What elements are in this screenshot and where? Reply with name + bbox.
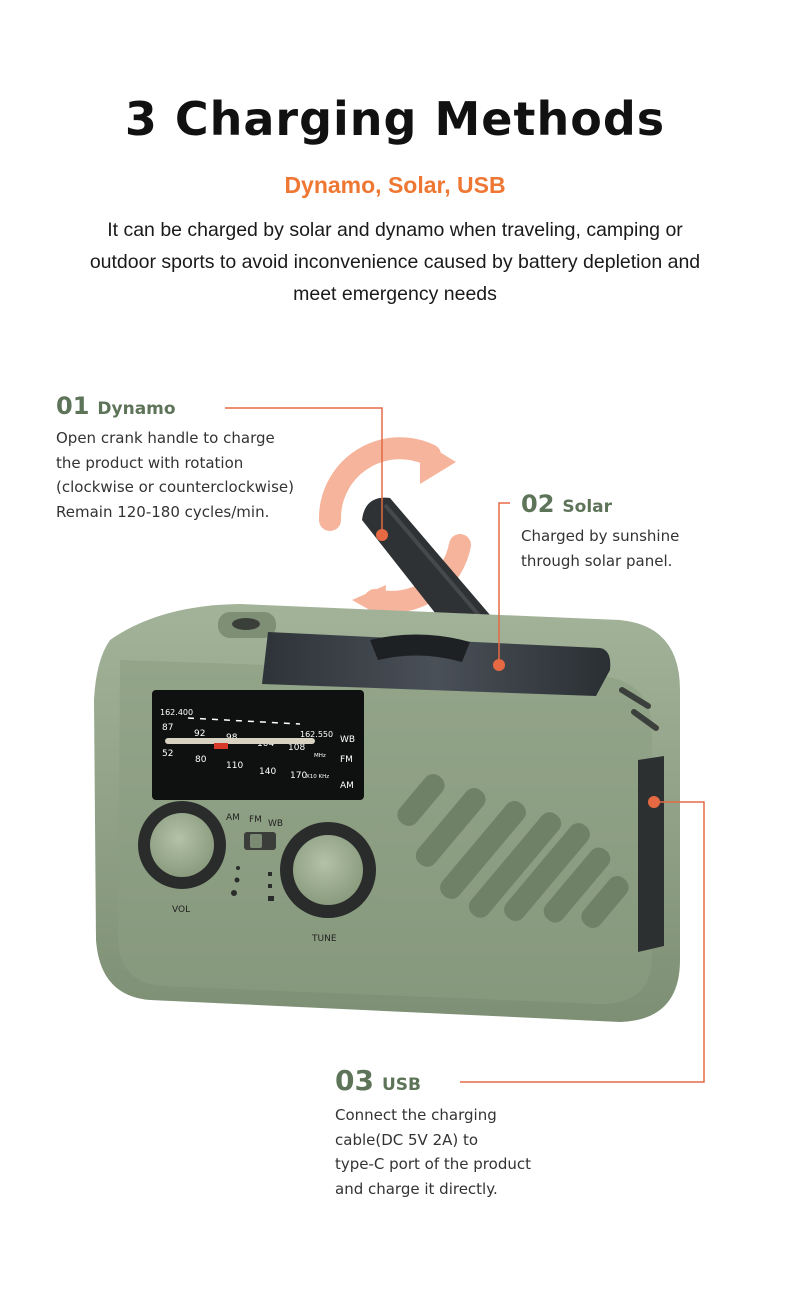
callout-usb xyxy=(460,796,705,1083)
feature-number: 03 xyxy=(335,1064,374,1097)
unit-mhz: MHz xyxy=(314,753,326,759)
feature-line: cable(DC 5V 2A) to xyxy=(335,1130,479,1149)
am-tick-52: 52 xyxy=(162,749,173,759)
feature-solar-description: Charged by sunshine through solar panel. xyxy=(521,524,679,573)
band-switch: AM FM WB xyxy=(226,813,283,850)
radio-dial: 162.400 162.550 87 92 98 104 108 52 80 1… xyxy=(152,690,364,800)
feature-line: (clockwise or counterclockwise) xyxy=(56,478,294,496)
band-wb: WB xyxy=(340,735,355,745)
am-tick-140: 140 xyxy=(259,767,276,777)
speaker-grille xyxy=(397,774,629,928)
feature-solar: 02 Solar Charged by sunshine through sola… xyxy=(521,490,679,573)
feature-line: Connect the charging xyxy=(335,1106,497,1124)
feature-dynamo-description: Open crank handle to charge the product … xyxy=(56,426,294,524)
feature-number: 02 xyxy=(521,490,555,518)
dial-label-162550: 162.550 xyxy=(300,730,333,739)
switch-label-fm: FM xyxy=(249,815,262,825)
callout-dynamo xyxy=(225,407,388,541)
fm-tick-92: 92 xyxy=(194,729,205,739)
fm-tick-87: 87 xyxy=(162,723,173,733)
volume-knob: VOL xyxy=(138,801,226,915)
switch-label-wb: WB xyxy=(268,819,283,829)
feature-number: 01 xyxy=(56,392,90,420)
fm-tick-108: 108 xyxy=(288,743,305,753)
feature-name: USB xyxy=(381,1075,421,1095)
page-title: 3 Charging Methods xyxy=(124,92,666,146)
vol-label: VOL xyxy=(172,905,190,915)
feature-line: the product with rotation xyxy=(56,453,244,472)
unit-khz: X10 KHz xyxy=(306,774,329,780)
band-am: AM xyxy=(340,781,354,791)
feature-line: Open crank handle to charge xyxy=(56,429,275,447)
feature-solar-heading: 02 Solar xyxy=(521,490,679,518)
feature-name: Dynamo xyxy=(97,399,176,419)
dial-label-162400: 162.400 xyxy=(160,708,193,717)
feature-line: type-C port of the product xyxy=(335,1155,531,1173)
tune-label: TUNE xyxy=(311,934,337,944)
am-tick-110: 110 xyxy=(226,761,243,771)
page-subtitle: Dynamo, Solar, USB xyxy=(284,172,506,198)
band-fm: FM xyxy=(340,755,353,765)
callout-solar xyxy=(493,502,510,671)
feature-line: Charged by sunshine xyxy=(521,527,680,545)
am-tick-170: 170 xyxy=(290,771,307,781)
tune-knob: TUNE xyxy=(280,822,376,944)
feature-usb: 03 USB Connect the charging cable(DC 5V 2… xyxy=(335,1064,531,1201)
feature-usb-description: Connect the charging cable(DC 5V 2A) to … xyxy=(335,1103,531,1201)
feature-line: through solar panel. xyxy=(521,551,673,570)
am-tick-80: 80 xyxy=(195,755,207,765)
feature-line: and charge it directly. xyxy=(335,1179,498,1198)
feature-dynamo: 01 Dynamo Open crank handle to charge the… xyxy=(56,392,294,524)
page-description: It can be charged by solar and dynamo wh… xyxy=(89,219,701,305)
feature-line: Remain 120-180 cycles/min. xyxy=(56,502,270,521)
switch-label-am: AM xyxy=(226,813,240,823)
feature-dynamo-heading: 01 Dynamo xyxy=(56,392,294,420)
feature-usb-heading: 03 USB xyxy=(335,1064,531,1097)
feature-name: Solar xyxy=(562,497,613,517)
